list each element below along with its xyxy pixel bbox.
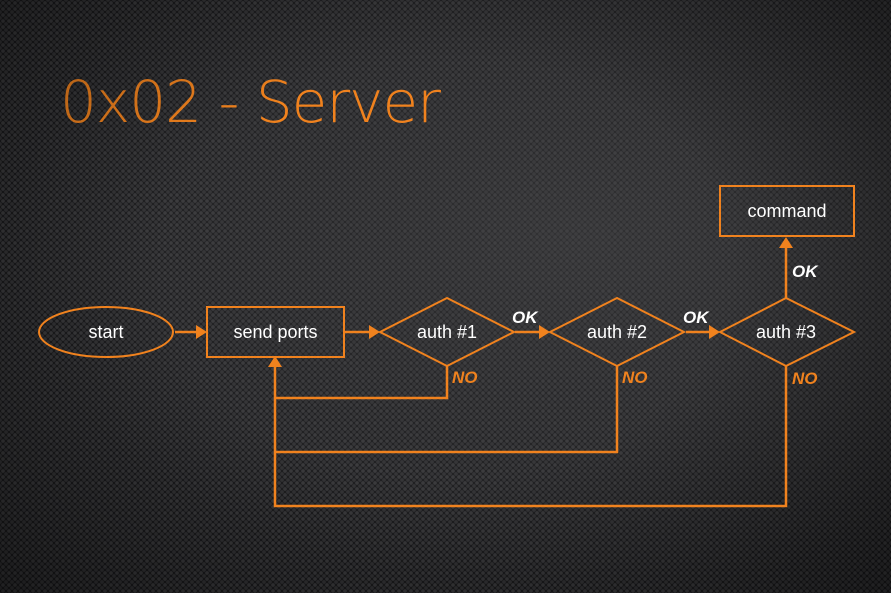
node-command-label: command [747, 201, 826, 221]
no-label-auth3: NO [792, 369, 818, 388]
node-auth1-label: auth #1 [417, 322, 477, 342]
ok-label-auth2-auth3: OK [683, 308, 710, 327]
node-start-label: start [88, 322, 123, 342]
no-label-auth1: NO [452, 368, 478, 387]
ok-label-auth1-auth2: OK [512, 308, 539, 327]
edge-auth2-fail-loop [275, 366, 619, 454]
node-auth1: auth #1 [377, 296, 517, 368]
node-auth2-label: auth #2 [587, 322, 647, 342]
edge-auth1-to-auth2 [515, 325, 550, 339]
node-auth3: auth #3 [717, 296, 857, 368]
edge-auth2-to-auth3 [686, 325, 720, 339]
edge-auth3-fail-loop [268, 356, 788, 508]
node-auth2: auth #2 [547, 296, 687, 368]
ok-label-auth3-command: OK [792, 262, 819, 281]
edge-auth3-to-command [779, 237, 793, 298]
node-auth3-label: auth #3 [756, 322, 816, 342]
edge-auth1-fail-loop [275, 366, 449, 400]
edge-send-ports-to-auth1 [345, 325, 380, 339]
node-send-ports-label: send ports [233, 322, 317, 342]
node-start: start [38, 306, 174, 358]
edge-start-to-send-ports [175, 325, 207, 339]
no-label-auth2: NO [622, 368, 648, 387]
slide-title: 0x02 - Server [60, 68, 441, 136]
node-send-ports: send ports [206, 306, 345, 358]
node-command: command [719, 185, 855, 237]
